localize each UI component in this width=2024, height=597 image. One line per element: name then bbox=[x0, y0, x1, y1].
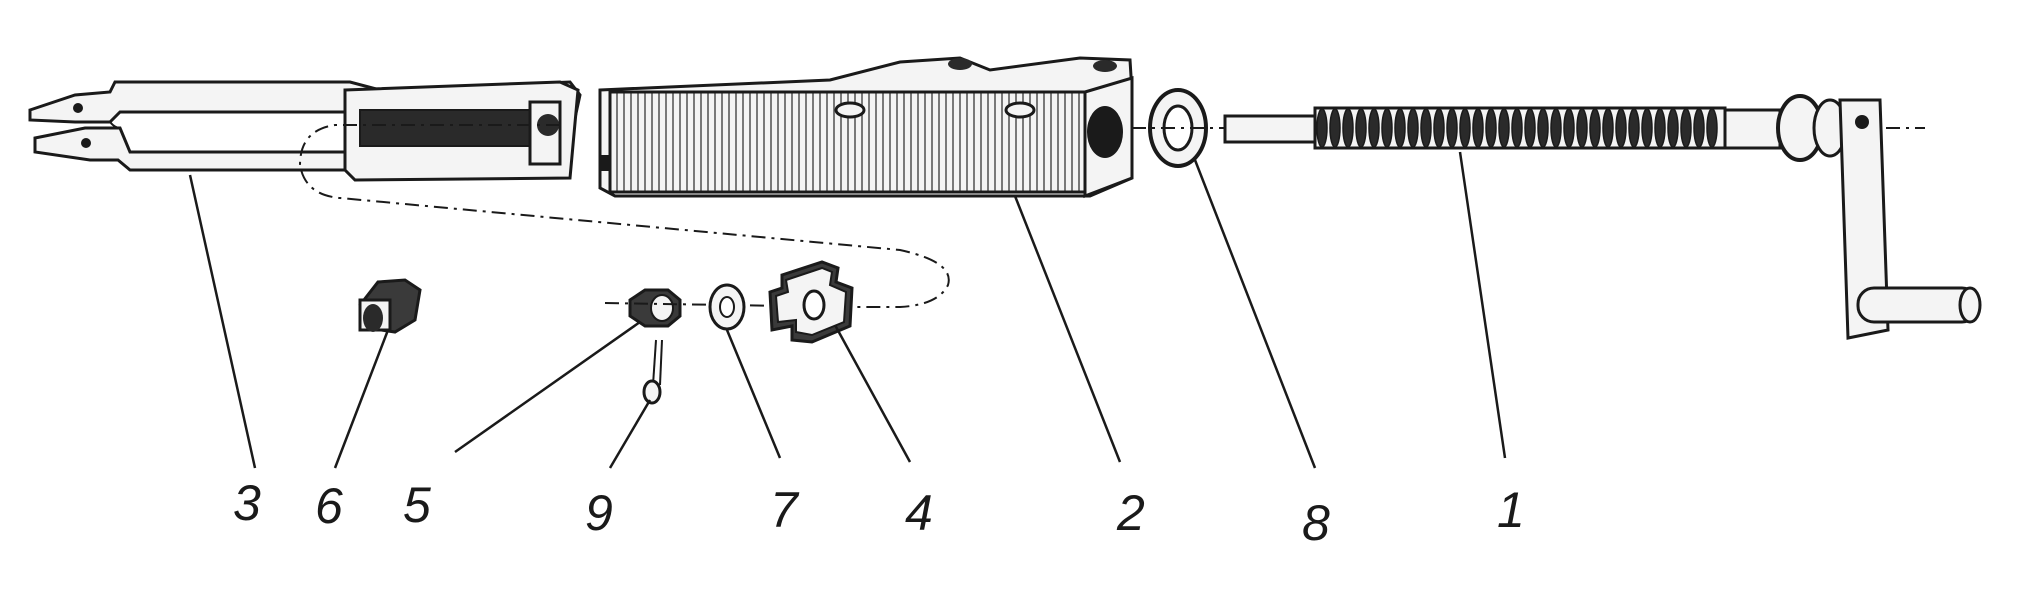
screw-thread-turn bbox=[1355, 108, 1367, 148]
screw-thread-turn bbox=[1420, 108, 1432, 148]
part-4-lock-plate bbox=[768, 260, 854, 344]
part-3-forked-bracket bbox=[28, 80, 582, 182]
screw-thread-turn bbox=[1394, 108, 1406, 148]
part-9-cotter-pin bbox=[642, 339, 663, 405]
leader-line-5 bbox=[454, 320, 641, 454]
screw-thread-turn bbox=[1693, 108, 1705, 148]
part-2-housing bbox=[598, 56, 1134, 199]
screw-thread-turn bbox=[1641, 108, 1653, 148]
screw-thread-turn bbox=[1706, 108, 1718, 148]
screw-thread-turn bbox=[1524, 108, 1536, 148]
screw-thread-turn bbox=[1563, 108, 1575, 148]
callout-label-4: 4 bbox=[905, 485, 933, 541]
screw-thread-turn bbox=[1680, 108, 1692, 148]
screw-thread-turn bbox=[1537, 108, 1549, 148]
screw-thread-turn bbox=[1472, 108, 1484, 148]
part-5-castle-nut bbox=[628, 288, 682, 328]
screw-thread-turn bbox=[1446, 108, 1458, 148]
callout-label-6: 6 bbox=[315, 478, 343, 534]
part-6-fitting bbox=[358, 278, 422, 334]
screw-thread-turn bbox=[1459, 108, 1471, 148]
screw-thread-turn bbox=[1407, 108, 1419, 148]
screw-thread-turn bbox=[1615, 108, 1627, 148]
screw-thread-turn bbox=[1498, 108, 1510, 148]
screw-thread-turn bbox=[1342, 108, 1354, 148]
leader-line-3 bbox=[188, 174, 257, 469]
leader-line-4 bbox=[833, 324, 912, 463]
screw-thread-turn bbox=[1550, 108, 1562, 148]
callout-label-8: 8 bbox=[1302, 495, 1330, 551]
part-7-washer bbox=[708, 283, 746, 331]
callout-label-3: 3 bbox=[233, 475, 261, 531]
screw-thread-turn bbox=[1576, 108, 1588, 148]
screw-thread-turn bbox=[1316, 108, 1328, 148]
leader-line-2 bbox=[1013, 195, 1122, 463]
screw-thread-turn bbox=[1589, 108, 1601, 148]
leader-line-8 bbox=[1193, 159, 1317, 469]
screw-thread-turn bbox=[1602, 108, 1614, 148]
screw-thread-turn bbox=[1511, 108, 1523, 148]
screw-thread-turn bbox=[1381, 108, 1393, 148]
screw-thread-turn bbox=[1628, 108, 1640, 148]
part-1-lead-screw-crank bbox=[1223, 94, 1982, 340]
leader-line-1 bbox=[1458, 151, 1507, 459]
leader-line-6 bbox=[333, 329, 390, 469]
screw-thread-turn bbox=[1667, 108, 1679, 148]
callout-label-7: 7 bbox=[770, 482, 800, 538]
callout-label-1: 1 bbox=[1497, 482, 1525, 538]
screw-thread-turn bbox=[1654, 108, 1666, 148]
leader-line-9 bbox=[608, 399, 652, 469]
screw-thread-turn bbox=[1485, 108, 1497, 148]
assembly-axis-loop bbox=[298, 124, 950, 308]
leader-line-7 bbox=[725, 329, 782, 459]
callout-label-9: 9 bbox=[585, 485, 613, 541]
callout-label-2: 2 bbox=[1116, 485, 1145, 541]
part-8-washer bbox=[1148, 88, 1208, 168]
screw-thread-turn bbox=[1433, 108, 1445, 148]
screw-thread-turn bbox=[1329, 108, 1341, 148]
callout-label-5: 5 bbox=[403, 477, 431, 533]
screw-thread-turn bbox=[1368, 108, 1380, 148]
